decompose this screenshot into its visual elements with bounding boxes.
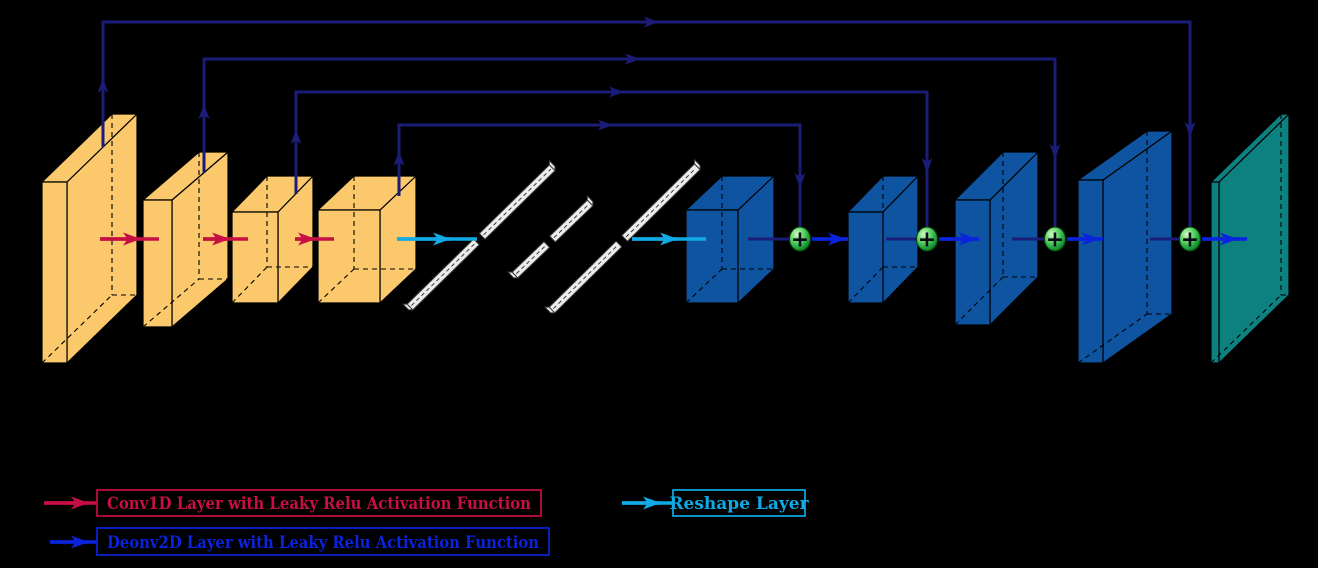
legend-deconv2d-box: [96, 527, 550, 556]
skip-connection-4: [393, 119, 806, 227]
skip-connection-1: [97, 16, 1196, 227]
legend-reshape-box: [672, 489, 806, 517]
output-block-front-face: [1210, 181, 1220, 364]
reshape-bar-3-dash: [625, 167, 697, 238]
legend-conv1d-box: [96, 489, 542, 517]
decoder-block-1: [685, 175, 775, 304]
encoder-block-2: [142, 151, 229, 328]
skip-connection-2: [198, 53, 1061, 227]
output-block: [1210, 113, 1290, 364]
encoder-block-4-front-face: [317, 209, 381, 304]
legend-reshape-entry: Reshape Layer: [622, 489, 810, 517]
reshape-bar-2: [506, 194, 594, 279]
decoder-block-3-hidden-edge: [954, 276, 1004, 326]
encoder-block-1-hidden-edge: [41, 294, 113, 364]
encoder-block-2-hidden-edge: [142, 278, 200, 328]
add-nodes-layer: + + + +: [789, 226, 1201, 253]
add-sphere-icon: [789, 226, 811, 252]
reshape-bar-1-dash: [411, 243, 476, 306]
skip-connections-layer: [97, 16, 1196, 227]
add-sphere-icon: [916, 226, 938, 252]
blocks-layer: [41, 113, 1290, 364]
decoder-block-2-front-face: [847, 211, 884, 304]
reshape-bar-1-dash: [483, 168, 552, 236]
reshape-bar-2-dash: [553, 204, 589, 238]
plus-icon: +: [1181, 228, 1199, 253]
add-node-3: +: [1044, 226, 1066, 253]
legend-deconv2d-label: Deonv2D Layer with Leaky Relu Activation…: [107, 533, 539, 553]
legend: Conv1D Layer with Leaky Relu Activation …: [44, 489, 810, 556]
add-node-4: +: [1179, 226, 1201, 253]
legend-conv1d-label: Conv1D Layer with Leaky Relu Activation …: [107, 494, 531, 514]
legend-reshape-label: Reshape Layer: [669, 494, 809, 514]
reshape-bar-1: [401, 159, 556, 311]
add-sphere-icon: [1179, 226, 1201, 252]
encoder-block-1-front-face: [41, 181, 68, 364]
plus-icon: +: [918, 228, 936, 253]
reshape-bars-layer: [401, 158, 701, 314]
decoder-block-4-front-face: [1077, 179, 1104, 364]
encoder-block-3-front-face: [231, 211, 279, 304]
output-block-hidden-edge: [1210, 294, 1282, 364]
decoder-block-4: [1077, 130, 1173, 364]
legend-deconv2d-entry: Deonv2D Layer with Leaky Relu Activation…: [50, 527, 550, 556]
encoder-block-2-front-face: [142, 199, 173, 328]
decoder-block-3-front-face: [954, 199, 991, 326]
skip-connection-3: [290, 86, 933, 227]
legend-conv1d-entry: Conv1D Layer with Leaky Relu Activation …: [44, 489, 542, 517]
add-sphere-icon: [1044, 226, 1066, 252]
decoder-block-1-front-face: [685, 209, 739, 304]
add-node-1: +: [789, 226, 811, 253]
reshape-bar-3: [543, 158, 701, 314]
add-node-2: +: [916, 226, 938, 253]
reshape-bar-3-dash: [553, 245, 618, 309]
plus-icon: +: [791, 228, 809, 253]
plus-icon: +: [1046, 228, 1064, 253]
